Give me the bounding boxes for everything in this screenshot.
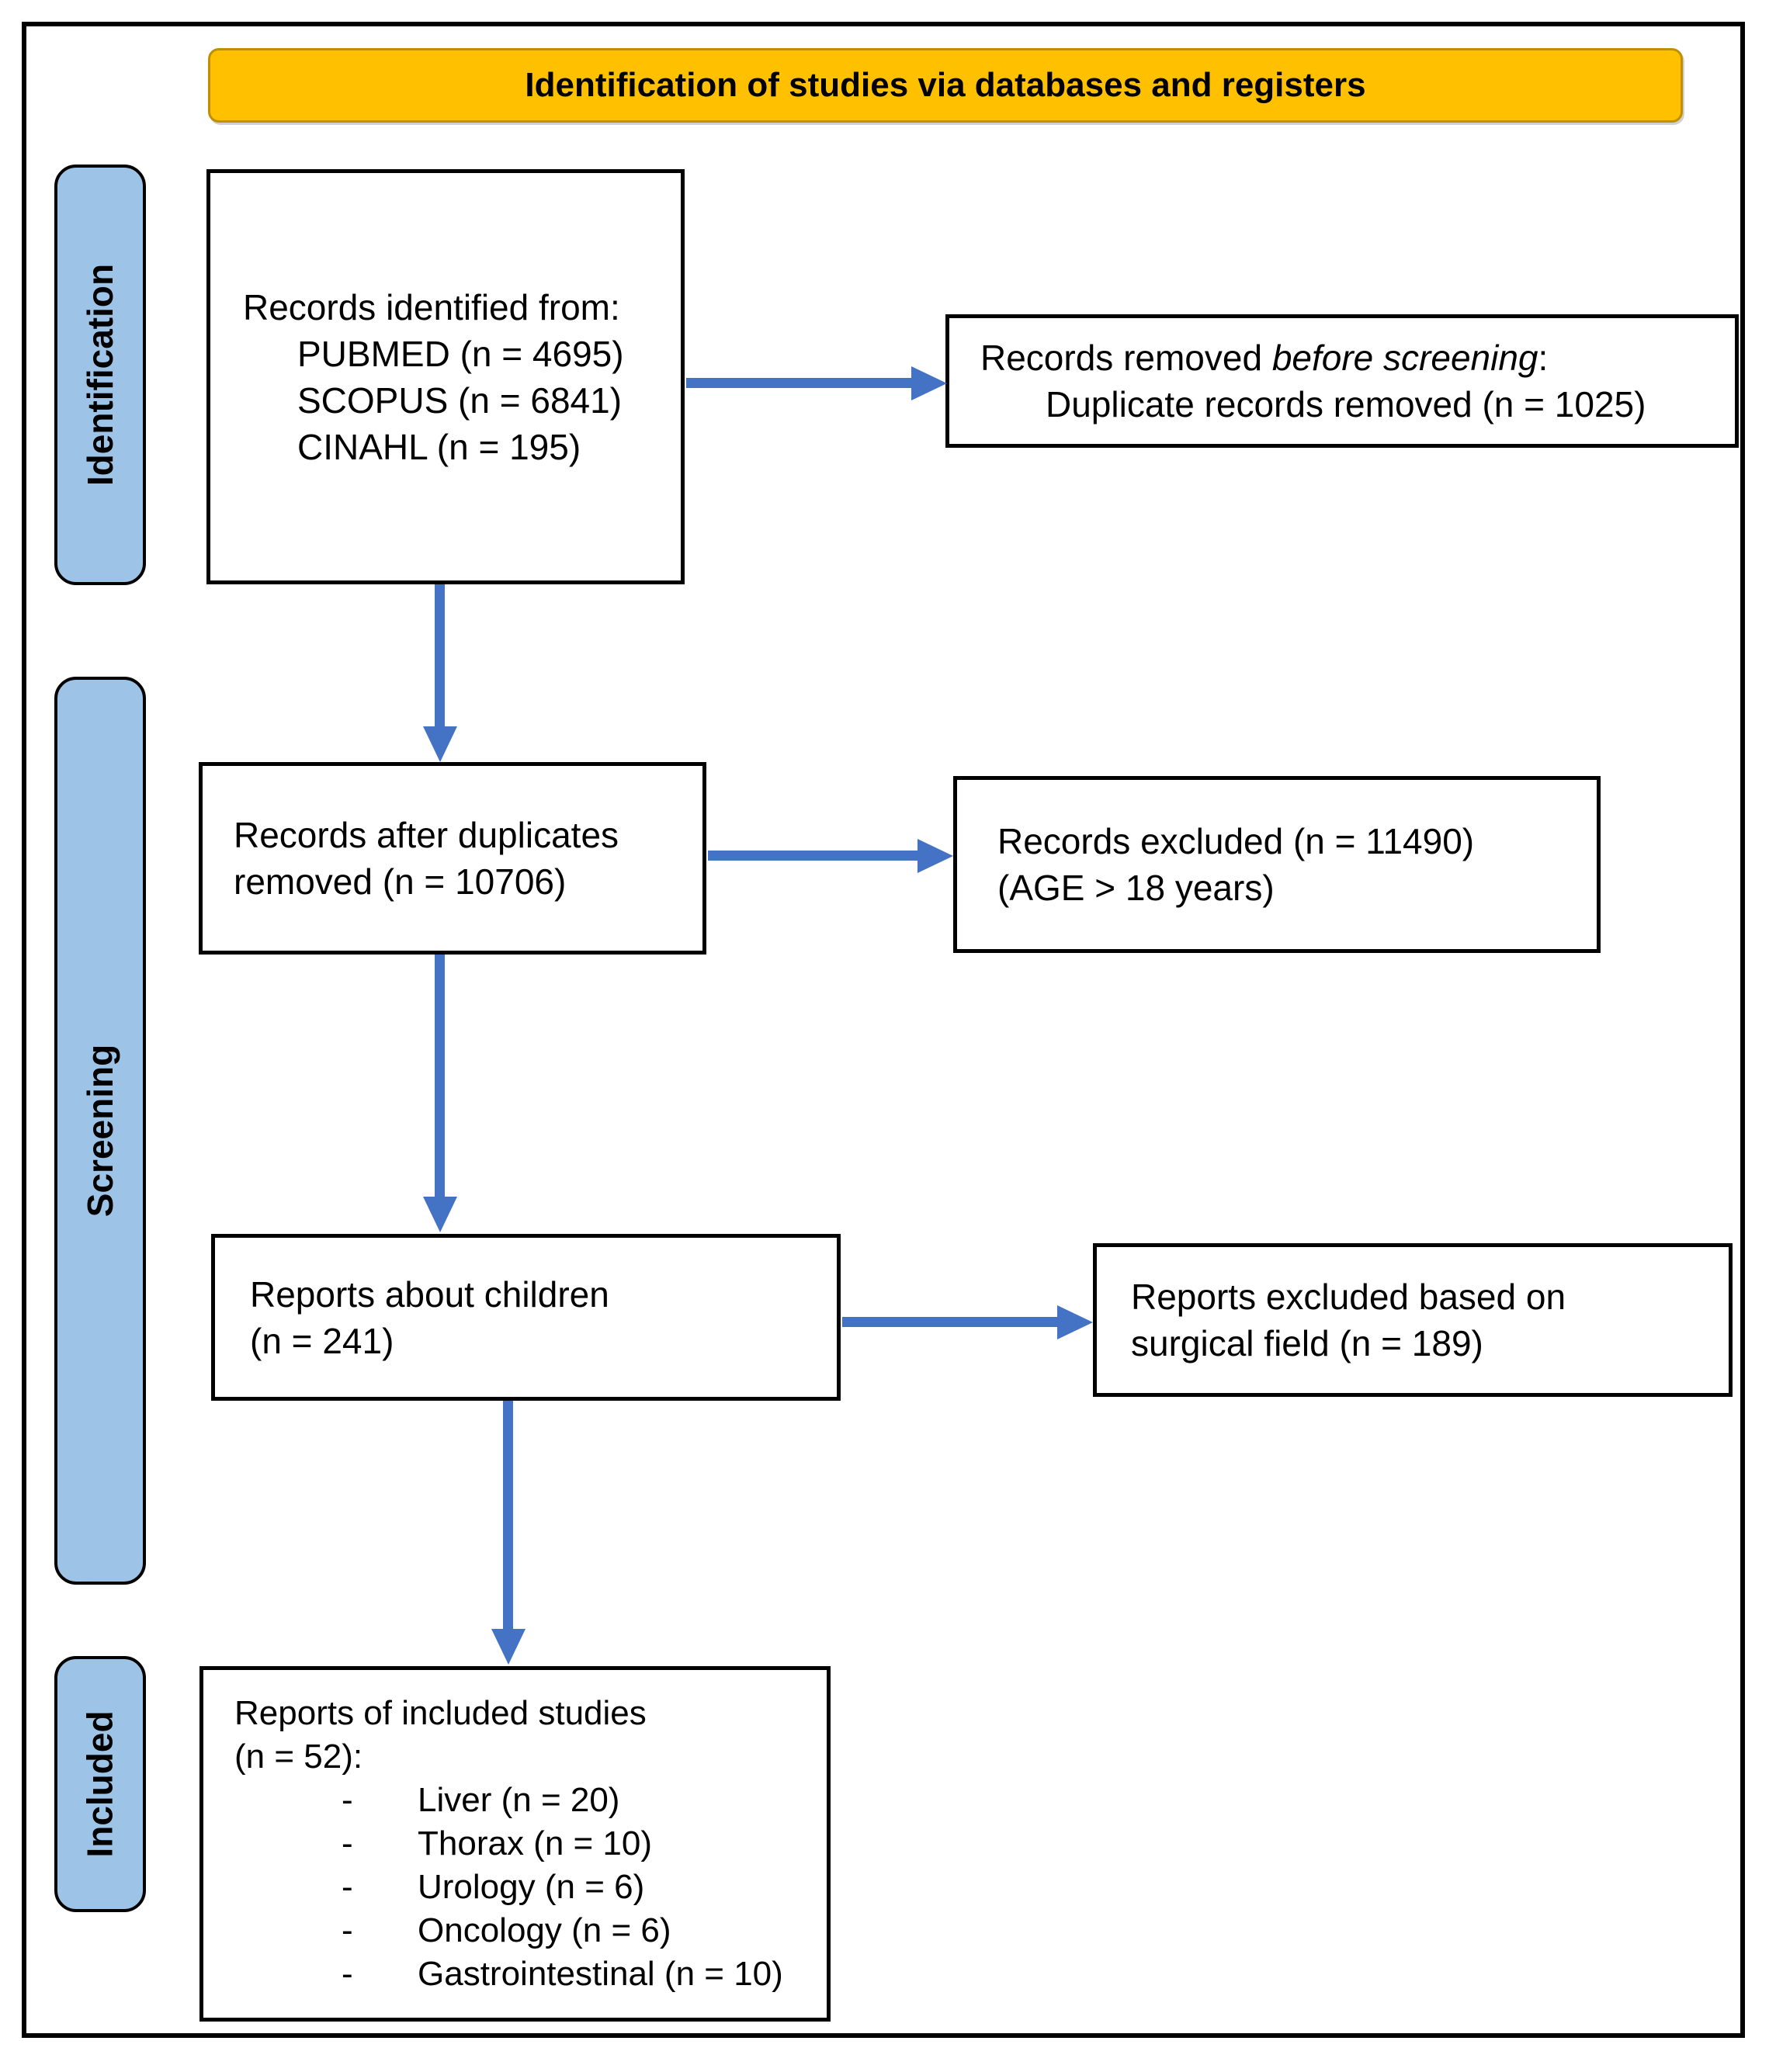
included-field-label: Gastrointestinal (n = 10) bbox=[418, 1955, 783, 1993]
included-field-item: - Liver (n = 20) bbox=[342, 1779, 827, 1822]
box-reports-about-children: Reports about children (n = 241) bbox=[211, 1234, 841, 1401]
included-field-item: - Urology (n = 6) bbox=[342, 1866, 827, 1909]
reports-included-line: Reports of included studies bbox=[234, 1694, 647, 1732]
box-reports-of-included-studies: Reports of included studies (n = 52): - … bbox=[199, 1666, 831, 2022]
reports-excluded-surgical-line: Reports excluded based on bbox=[1131, 1277, 1566, 1317]
records-excluded-line: Records excluded (n = 11490) bbox=[997, 821, 1475, 861]
dash-bullet: - bbox=[342, 1824, 353, 1862]
reports-excluded-surgical-line: surgical field (n = 189) bbox=[1131, 1323, 1483, 1363]
records-identified-source: CINAHL (n = 195) bbox=[297, 426, 581, 467]
box-records-removed-before-screening: Records removed before screening: Duplic… bbox=[945, 314, 1739, 448]
flow-arrowhead-down-icon bbox=[423, 1197, 457, 1232]
flow-arrow-down-icon bbox=[503, 1401, 513, 1630]
included-field-item: - Oncology (n = 6) bbox=[342, 1909, 827, 1952]
dash-bullet: - bbox=[342, 1781, 353, 1819]
records-after-duplicates-line: Records after duplicates bbox=[234, 815, 619, 855]
flow-arrowhead-down-icon bbox=[491, 1629, 526, 1665]
dash-bullet: - bbox=[342, 1868, 353, 1906]
banner-title: Identification of studies via databases … bbox=[208, 48, 1683, 123]
records-removed-emphasis: before screening bbox=[1271, 338, 1538, 378]
included-field-label: Liver (n = 20) bbox=[418, 1781, 620, 1819]
flow-arrowhead-right-icon bbox=[911, 366, 947, 400]
included-field-label: Thorax (n = 10) bbox=[418, 1824, 653, 1862]
dash-bullet: - bbox=[342, 1955, 353, 1993]
box-records-after-duplicates: Records after duplicates removed (n = 10… bbox=[199, 762, 706, 955]
flow-arrow-right-icon bbox=[686, 378, 911, 388]
records-after-duplicates-line: removed (n = 10706) bbox=[234, 861, 567, 902]
flow-arrow-down-icon bbox=[435, 955, 445, 1198]
stage-label-identification: Identification bbox=[54, 165, 146, 585]
flow-arrowhead-down-icon bbox=[423, 726, 457, 762]
included-field-label: Oncology (n = 6) bbox=[418, 1911, 671, 1949]
box-records-identified: Records identified from: PUBMED (n = 469… bbox=[206, 169, 685, 584]
flow-arrow-right-icon bbox=[708, 851, 917, 861]
records-identified-title: Records identified from: bbox=[243, 286, 620, 327]
records-excluded-line: (AGE > 18 years) bbox=[997, 868, 1275, 908]
stage-label-screening: Screening bbox=[54, 677, 146, 1585]
stage-label-identification-text: Identification bbox=[80, 263, 121, 487]
reports-children-line: Reports about children bbox=[250, 1273, 609, 1315]
reports-children-line: (n = 241) bbox=[250, 1320, 394, 1361]
included-field-item: - Thorax (n = 10) bbox=[342, 1822, 827, 1866]
box-reports-excluded-surgical: Reports excluded based on surgical field… bbox=[1093, 1243, 1733, 1397]
diagram-outer-border bbox=[22, 22, 1745, 2038]
records-identified-source: PUBMED (n = 4695) bbox=[297, 333, 624, 374]
flow-arrowhead-right-icon bbox=[1057, 1305, 1093, 1339]
reports-included-line: (n = 52): bbox=[234, 1738, 363, 1776]
stage-label-screening-text: Screening bbox=[80, 1044, 121, 1218]
stage-label-included-text: Included bbox=[80, 1710, 120, 1858]
stage-label-included: Included bbox=[54, 1656, 146, 1912]
flow-arrow-right-icon bbox=[842, 1317, 1057, 1327]
box-records-excluded: Records excluded (n = 11490) (AGE > 18 y… bbox=[953, 776, 1601, 953]
records-identified-source: SCOPUS (n = 6841) bbox=[297, 379, 623, 421]
records-removed-title: Records removed before screening: bbox=[980, 338, 1549, 378]
flow-arrowhead-right-icon bbox=[917, 839, 953, 873]
included-field-label: Urology (n = 6) bbox=[418, 1868, 645, 1906]
dash-bullet: - bbox=[342, 1911, 353, 1949]
records-removed-detail: Duplicate records removed (n = 1025) bbox=[1046, 384, 1646, 424]
flow-arrow-down-icon bbox=[435, 584, 445, 728]
banner-title-text: Identification of studies via databases … bbox=[525, 66, 1366, 104]
included-field-item: - Gastrointestinal (n = 10) bbox=[342, 1952, 827, 1996]
